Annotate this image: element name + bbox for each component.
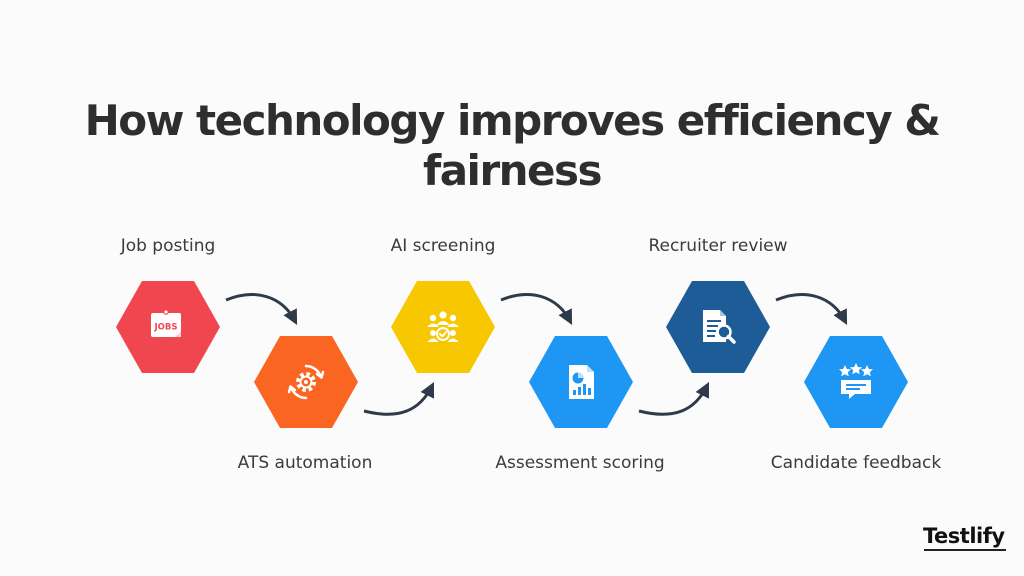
arrow-review-to-feedback bbox=[775, 293, 848, 325]
step-label-assessment-scoring: Assessment scoring bbox=[495, 453, 665, 473]
testlify-logo: Testlify bbox=[923, 524, 1005, 548]
arrow-assessment-to-review bbox=[638, 381, 710, 416]
gear-cycle-icon bbox=[287, 364, 325, 400]
stars-message-icon bbox=[839, 363, 873, 399]
page-title: How technology improves efficiency & fai… bbox=[84, 96, 941, 195]
step-label-ai-screening: AI screening bbox=[390, 236, 496, 256]
jobs-sign-icon: JOBS bbox=[151, 309, 181, 337]
step-hexagon-ats-automation bbox=[254, 336, 358, 428]
document-search-icon bbox=[703, 310, 736, 344]
step-hexagon-job-posting: JOBS bbox=[116, 281, 220, 373]
step-label-job-posting: Job posting bbox=[120, 236, 216, 256]
step-label-ats-automation: ATS automation bbox=[237, 453, 373, 473]
step-hexagon-ai-screening bbox=[391, 281, 495, 373]
report-chart-icon bbox=[569, 365, 594, 399]
logo-underline bbox=[924, 549, 1006, 551]
arrow-job-to-ats bbox=[225, 293, 298, 325]
step-label-recruiter-review: Recruiter review bbox=[648, 236, 788, 256]
svg-text:JOBS: JOBS bbox=[154, 323, 178, 333]
group-check-icon bbox=[427, 311, 459, 342]
arrow-ats-to-ai bbox=[363, 381, 435, 416]
step-label-candidate-feedback: Candidate feedback bbox=[770, 453, 942, 473]
arrow-ai-to-assessment bbox=[500, 293, 573, 325]
